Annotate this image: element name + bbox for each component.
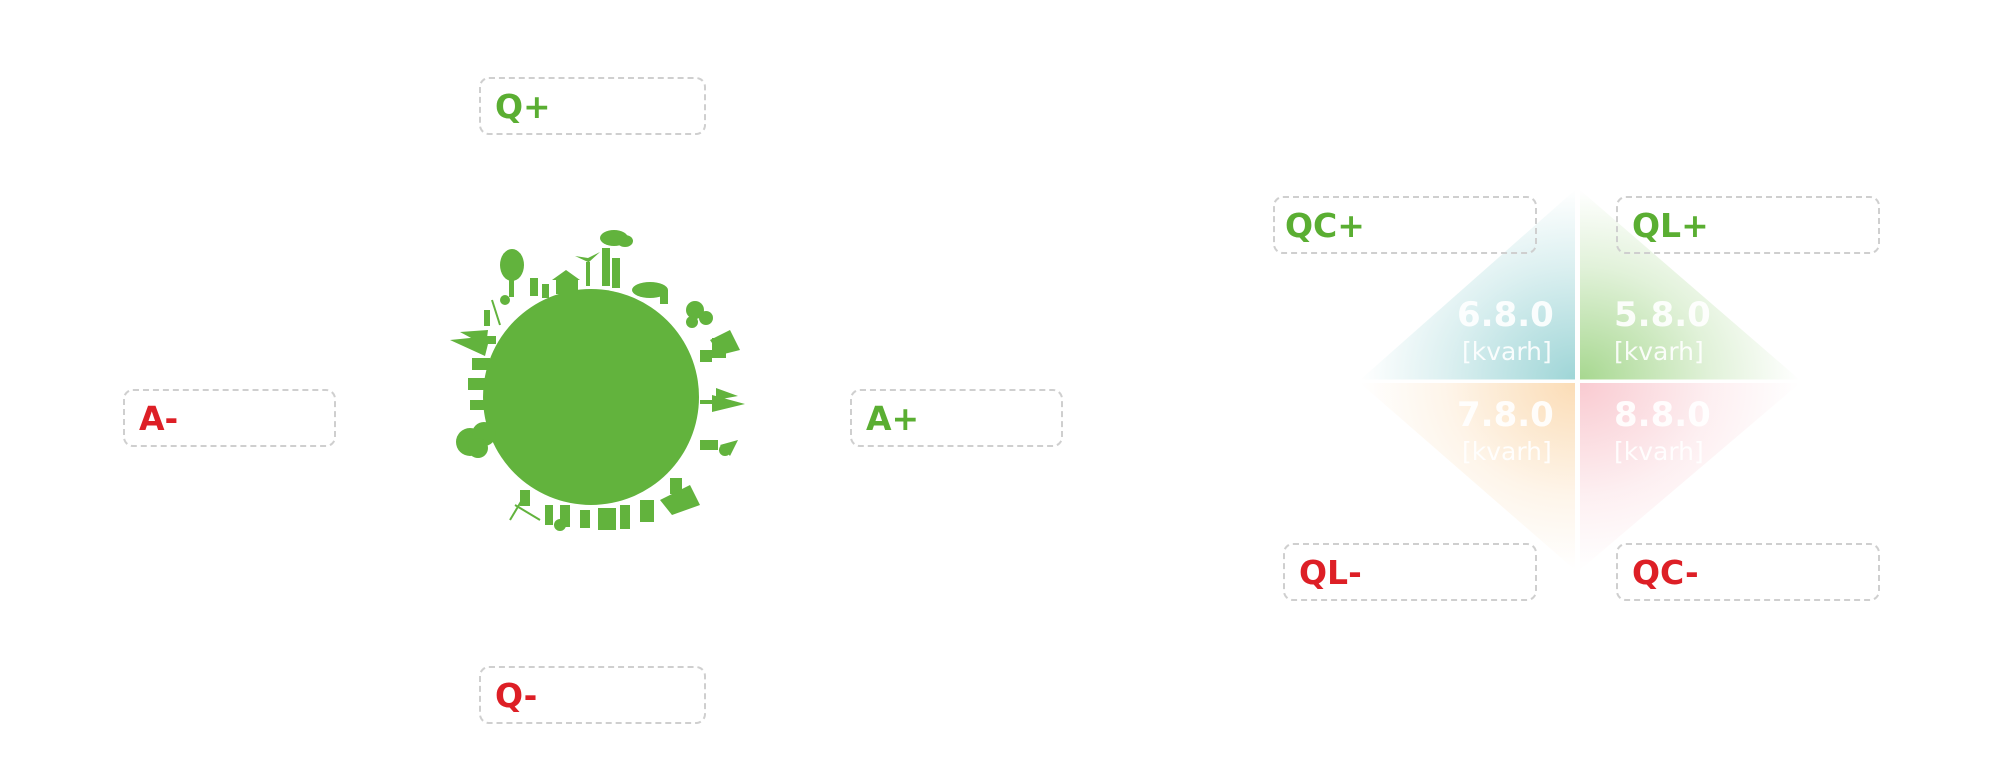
ql-minus-label: QL- bbox=[1299, 552, 1362, 592]
quadrant-bottom-left-code: 7.8.0 bbox=[1457, 395, 1554, 435]
quadrant-bottom-right-code: 8.8.0 bbox=[1614, 395, 1711, 435]
tree-icon bbox=[500, 249, 524, 281]
qc-plus-box: QC+ bbox=[1273, 196, 1537, 254]
quadrant-top-right bbox=[1580, 190, 1800, 380]
quadrant-bottom-right bbox=[1580, 383, 1800, 570]
q-plus-box: Q+ bbox=[479, 77, 706, 135]
a-minus-box: A- bbox=[123, 389, 336, 447]
ql-minus-box: QL- bbox=[1283, 543, 1537, 601]
a-plus-box: A+ bbox=[850, 389, 1063, 447]
qc-minus-box: QC- bbox=[1616, 543, 1880, 601]
qc-plus-label: QC+ bbox=[1285, 205, 1365, 245]
factory-icon bbox=[602, 248, 610, 286]
qc-minus-label: QC- bbox=[1632, 552, 1699, 592]
quadrant-bottom-left-unit: [kvarh] bbox=[1462, 437, 1552, 466]
quadrant-top-right-unit: [kvarh] bbox=[1614, 337, 1704, 366]
ql-plus-box: QL+ bbox=[1616, 196, 1880, 254]
a-plus-label: A+ bbox=[866, 398, 920, 438]
q-plus-label: Q+ bbox=[495, 86, 551, 126]
pine-tree-icon bbox=[712, 395, 745, 412]
q-minus-label: Q- bbox=[495, 675, 538, 715]
car-icon bbox=[632, 282, 668, 298]
quadrant-top-left-unit: [kvarh] bbox=[1462, 337, 1552, 366]
quadrant-top-left bbox=[1360, 190, 1575, 380]
quadrant-top-left-code: 6.8.0 bbox=[1457, 295, 1554, 335]
q-minus-box: Q- bbox=[479, 666, 706, 724]
quadrant-top-right-code: 5.8.0 bbox=[1614, 295, 1711, 335]
earth-globe bbox=[483, 289, 699, 505]
quadrant-bottom-right-unit: [kvarh] bbox=[1614, 437, 1704, 466]
ql-plus-label: QL+ bbox=[1632, 205, 1709, 245]
a-minus-label: A- bbox=[139, 398, 179, 438]
quadrant-bottom-left bbox=[1360, 383, 1575, 570]
